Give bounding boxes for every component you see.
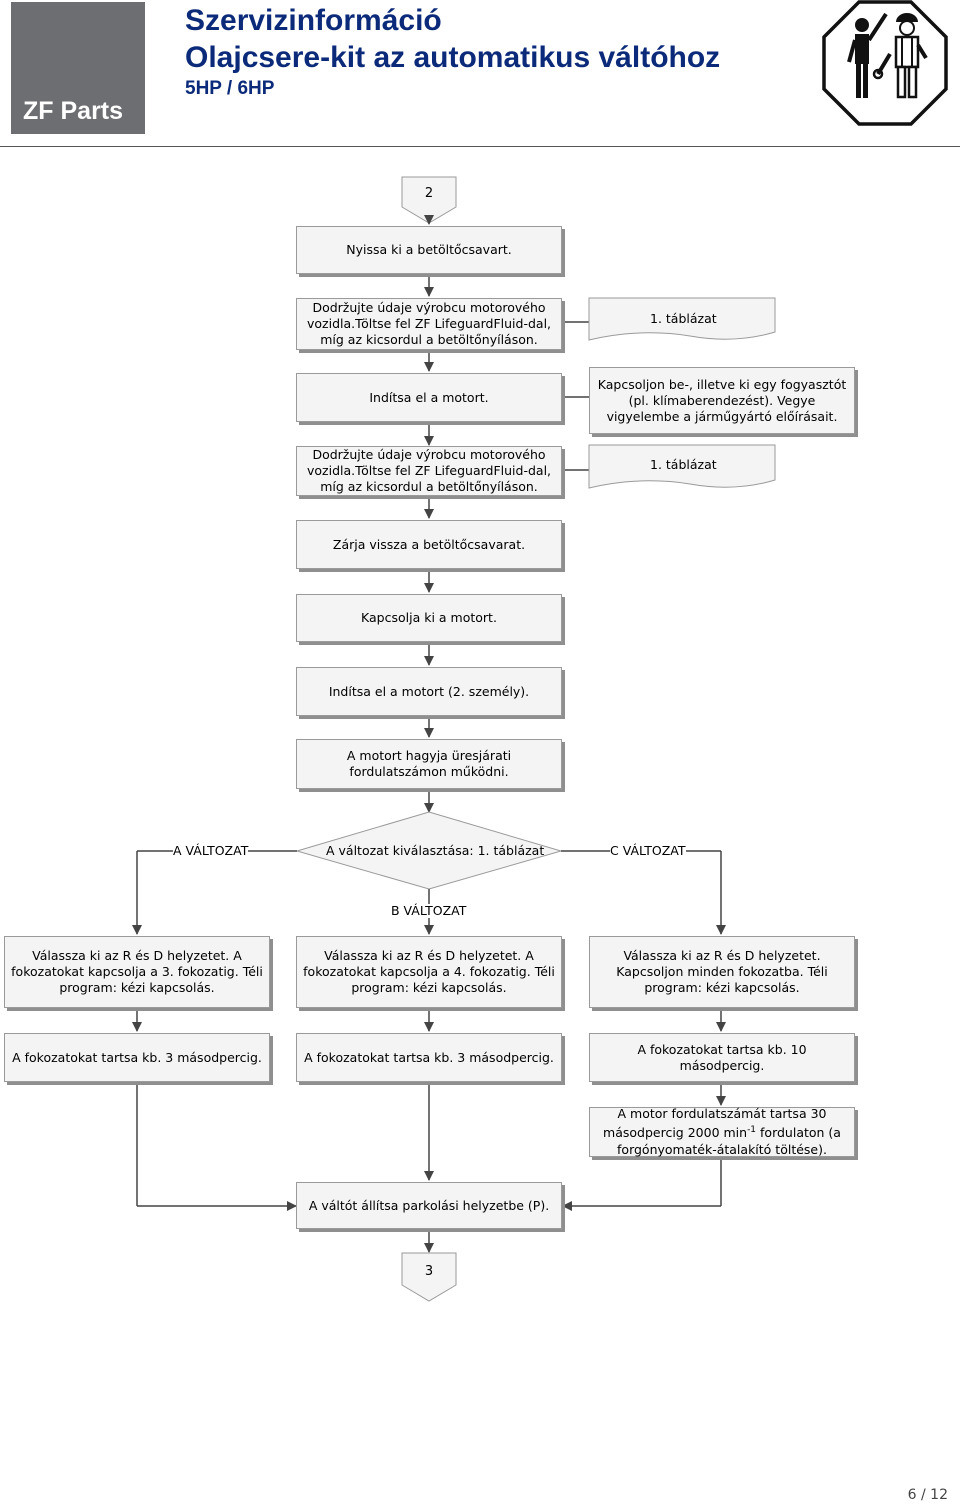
b-select: Válassza ki az R és D helyzetet. A fokoz…: [296, 936, 562, 1008]
label-variant-b: B VÁLTOZAT: [391, 903, 467, 918]
title-line-3: 5HP / 6HP: [185, 78, 275, 99]
label-variant-a: A VÁLTOZAT: [173, 843, 249, 858]
step-idle: A motort hagyja üresjárati fordulatszámo…: [296, 739, 562, 789]
c-rpm: A motor fordulatszámát tartsa 30 másodpe…: [589, 1106, 855, 1157]
title-line-2: Olajcsere-kit az automatikus váltóhoz: [185, 41, 721, 74]
c-select: Válassza ki az R és D helyzetet. Kapcsol…: [589, 936, 855, 1008]
zf-parts-logo: ZF Parts: [11, 2, 145, 134]
start-connector: 2: [424, 186, 434, 201]
header-divider: [0, 146, 960, 147]
step-open-filler: Nyissa ki a betöltőcsavart.: [296, 226, 562, 274]
note-consumer: Kapcsoljon be-, illetve ki egy fogyasztó…: [589, 367, 855, 434]
c-hold: A fokozatokat tartsa kb. 10 másodpercig.: [589, 1033, 855, 1082]
page-title: Szervizinformáció Olajcsere-kit az autom…: [185, 2, 720, 102]
note-table-2: 1. táblázat: [650, 457, 717, 472]
step-close-filler: Zárja vissza a betöltőcsavarat.: [296, 520, 562, 569]
label-variant-c: C VÁLTOZAT: [610, 843, 686, 858]
title-line-1: Szervizinformáció: [185, 4, 442, 37]
a-hold: A fokozatokat tartsa kb. 3 másodpercig.: [4, 1033, 270, 1082]
step-start-engine-2: Indítsa el a motort (2. személy).: [296, 667, 562, 716]
a-select: Válassza ki az R és D helyzetet. A fokoz…: [4, 936, 270, 1008]
step-park: A váltót állítsa parkolási helyzetbe (P)…: [296, 1182, 562, 1229]
b-hold: A fokozatokat tartsa kb. 3 másodpercig.: [296, 1033, 562, 1082]
mechanic-stop-icon: [822, 0, 948, 126]
decision-text: A változat kiválasztása: 1. táblázat: [326, 843, 545, 858]
step-stop-engine: Kapcsolja ki a motort.: [296, 594, 562, 642]
page-number: 6 / 12: [907, 1487, 948, 1503]
logo-text: ZF Parts: [23, 97, 124, 125]
step-fill-2: Dodržujte údaje výrobcu motorového vozid…: [296, 446, 562, 496]
c-rpm-text: A motor fordulatszámát tartsa 30 másodpe…: [603, 1106, 841, 1157]
step-start-engine: Indítsa el a motort.: [296, 373, 562, 422]
note-table-1: 1. táblázat: [650, 311, 717, 326]
end-connector: 3: [424, 1264, 434, 1279]
step-fill-1: Dodržujte údaje výrobcu motorového vozid…: [296, 298, 562, 350]
